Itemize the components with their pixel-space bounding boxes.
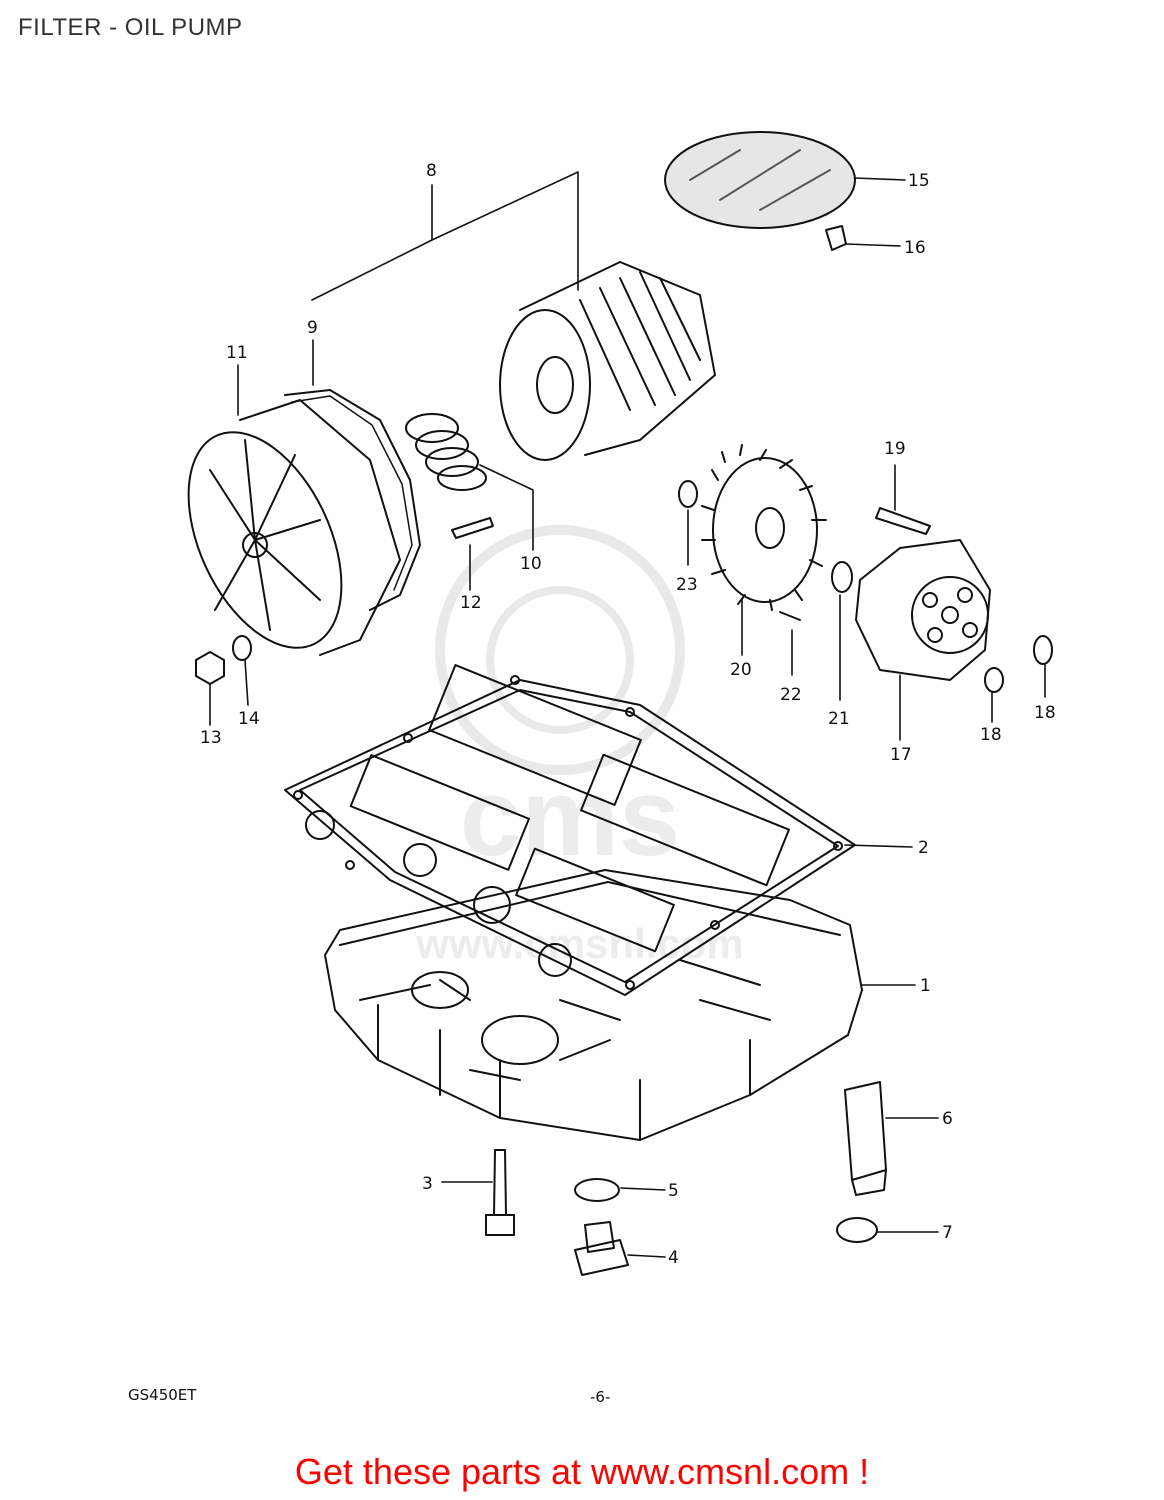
callout-11: 11 — [226, 343, 248, 363]
callout-7: 7 — [942, 1223, 953, 1243]
dowel-pin — [451, 517, 494, 539]
callout-17: 17 — [890, 745, 912, 765]
callout-21: 21 — [828, 709, 850, 729]
callout-18a: 18 — [980, 725, 1002, 745]
filter-o-ring — [284, 389, 421, 611]
cta-link[interactable]: Get these parts at www.cmsnl.com ! — [294, 1451, 870, 1492]
callout-14: 14 — [238, 709, 260, 729]
callout-4: 4 — [668, 1248, 679, 1268]
callout-5: 5 — [668, 1181, 679, 1201]
oil-pressure-switch — [844, 1081, 887, 1196]
callout-9: 9 — [307, 318, 318, 338]
oil-pump — [855, 539, 991, 681]
drain-gasket — [574, 1178, 620, 1202]
filter-spring — [405, 413, 487, 491]
pump-o-ring — [984, 667, 1004, 693]
callout-2: 2 — [918, 838, 929, 858]
callout-12: 12 — [460, 593, 482, 613]
callout-8: 8 — [426, 161, 437, 181]
model-code: GS450ET — [128, 1386, 197, 1404]
page-number: -6- — [590, 1388, 610, 1406]
oil-pan-gasket — [284, 664, 856, 996]
callout-20: 20 — [730, 660, 752, 680]
leader-lines — [209, 171, 1046, 1258]
callout-15: 15 — [908, 171, 930, 191]
oil-pan — [324, 869, 863, 1141]
callout-13: 13 — [200, 728, 222, 748]
oil-pump-gear — [701, 444, 827, 611]
watermark: cms www.cmsnl.com — [415, 525, 744, 967]
cap-nut — [195, 651, 225, 685]
switch-washer — [836, 1217, 878, 1243]
page-title: FILTER - OIL PUMP — [18, 14, 243, 41]
pan-bolt — [485, 1149, 515, 1236]
filter-cap — [187, 399, 401, 656]
thrust-washer — [831, 561, 853, 593]
callout-3: 3 — [422, 1174, 433, 1194]
oil-filter — [499, 261, 716, 461]
callout-23: 23 — [676, 575, 698, 595]
gear-pin — [779, 611, 801, 621]
callout-18b: 18 — [1034, 703, 1056, 723]
plate-bolt — [825, 225, 847, 251]
pump-bolt — [875, 507, 931, 535]
callout-22: 22 — [780, 685, 802, 705]
callout-6: 6 — [942, 1109, 953, 1129]
exploded-parts-diagram: cms www.cmsnl.com — [128, 131, 1056, 1406]
svg-text:cms: cms — [460, 756, 680, 879]
callout-1: 1 — [920, 976, 931, 996]
pump-o-ring — [1033, 635, 1053, 665]
callout-labels: 1 2 3 4 5 6 7 8 9 10 11 12 13 14 15 16 1… — [200, 161, 1056, 1268]
washer — [232, 635, 252, 661]
callout-19: 19 — [884, 439, 906, 459]
drain-plug — [574, 1221, 629, 1276]
callout-10: 10 — [520, 554, 542, 574]
cover-plate — [664, 131, 856, 229]
callout-16: 16 — [904, 238, 926, 258]
circlip — [678, 480, 698, 508]
